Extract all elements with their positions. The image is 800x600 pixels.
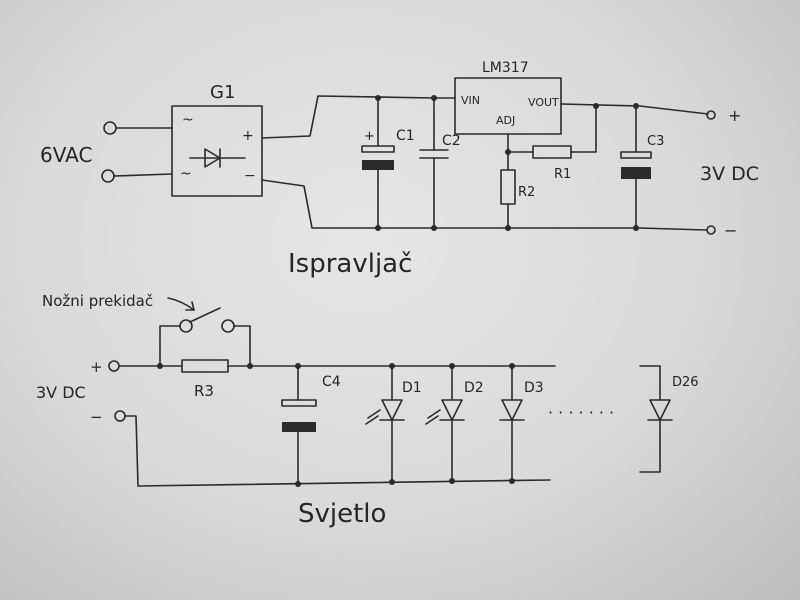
capacitor-c4	[281, 365, 317, 485]
d1-label: D1	[402, 380, 422, 396]
bridge-ac-mark-2: ~	[180, 166, 192, 182]
ac-input-terminals	[101, 121, 173, 183]
c4-label: C4	[322, 374, 341, 390]
light-circuit: Nožni prekidač + − 3V DC R3	[36, 292, 699, 529]
led-d2	[425, 365, 465, 482]
led-d1	[365, 365, 405, 483]
bridge-label: G1	[210, 82, 235, 103]
voltage-regulator	[434, 77, 709, 153]
c1-label: C1	[396, 128, 415, 144]
switch-arrow	[167, 297, 195, 311]
bridge-ac-mark-1: ~	[182, 112, 194, 128]
r1-label: R1	[554, 167, 571, 182]
output-plus-mark: +	[728, 106, 741, 125]
rectifier-circuit: 6VAC ~ ~ + − G1 + C1 C	[40, 60, 759, 279]
capacitor-c1	[361, 97, 395, 229]
regulator-pin-adj: ADJ	[496, 114, 515, 127]
output-minus-mark: −	[724, 221, 737, 240]
d2-label: D2	[464, 380, 484, 396]
light-input-minus: −	[90, 408, 103, 426]
led-d3	[499, 365, 525, 482]
c1-plus-mark: +	[364, 129, 375, 144]
regulator-pin-in: VIN	[461, 94, 480, 107]
capacitor-c3	[620, 105, 652, 229]
bridge-minus-mark: −	[244, 168, 256, 184]
regulator-pin-out: VOUT	[528, 96, 559, 109]
bridge-rectifier	[171, 95, 641, 229]
capacitor-c2	[419, 97, 449, 229]
rectifier-title: Ispravljač	[288, 249, 412, 279]
rectifier-junctions	[375, 95, 639, 231]
output-voltage-label: 3V DC	[700, 163, 759, 185]
foot-switch	[159, 307, 251, 367]
light-title: Svjetlo	[298, 499, 386, 529]
light-input-plus: +	[90, 358, 103, 376]
c3-label: C3	[647, 134, 664, 149]
ac-input-label: 6VAC	[40, 143, 92, 167]
r3-label: R3	[194, 382, 214, 400]
bridge-plus-mark: +	[242, 128, 254, 144]
dc-output-terminals	[639, 110, 716, 235]
light-input-terminals	[108, 360, 551, 487]
d26-label: D26	[672, 375, 699, 390]
c2-label: C2	[442, 133, 461, 149]
r2-label: R2	[518, 185, 535, 200]
led-ellipsis: · · · · · · ·	[548, 403, 614, 422]
led-d26	[639, 365, 673, 473]
regulator-name: LM317	[482, 60, 529, 76]
resistor-r3	[159, 359, 556, 373]
resistor-r1	[507, 105, 597, 159]
light-junctions	[157, 363, 515, 487]
d3-label: D3	[524, 380, 544, 396]
switch-label: Nožni prekidač	[42, 292, 153, 310]
resistor-r2	[500, 151, 516, 229]
light-input-label: 3V DC	[36, 383, 86, 402]
